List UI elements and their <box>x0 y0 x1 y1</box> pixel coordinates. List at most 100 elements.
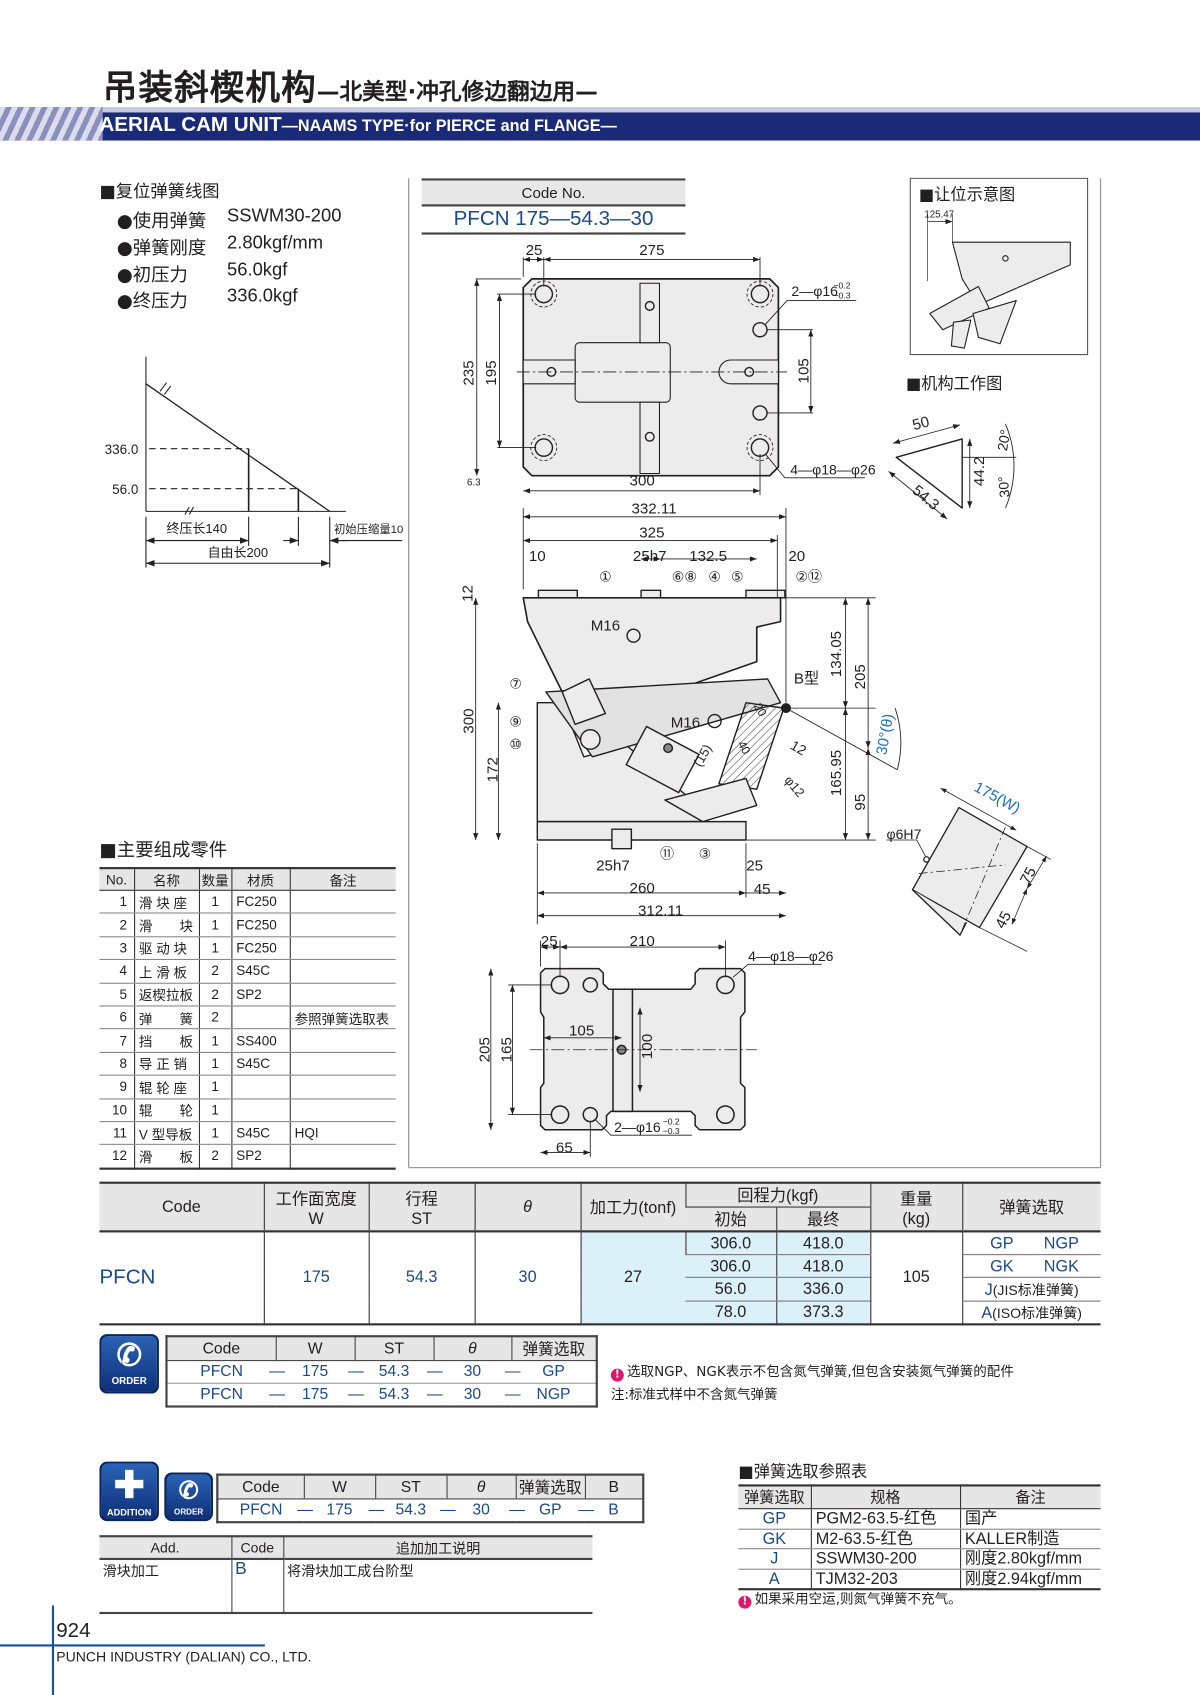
spring-line <box>145 383 331 512</box>
header-code: Code <box>230 1536 284 1561</box>
cam-angle-label: 30°(θ) <box>873 713 897 757</box>
hole-callout: 4—φ18—φ26 <box>790 462 876 478</box>
spec-value: 336.0kgf <box>227 285 298 306</box>
page-title: 吊装斜楔机构—北美型·冲孔修边翻边用— <box>103 61 598 111</box>
order-value: NGP <box>536 1385 571 1404</box>
order-value: B <box>608 1501 619 1519</box>
spring-code: J <box>984 1281 993 1300</box>
order-cell: 54.3— <box>348 1383 434 1408</box>
order-cell: 30— <box>427 1360 512 1384</box>
table-cell: M2-63.5-红色 <box>810 1528 961 1550</box>
header-return-force: 回程力(kgf) <box>684 1182 871 1208</box>
note-text: 选取NGP、NGK表示不包含氮气弹簧,但包含安装氮气弹簧的配件 <box>627 1363 1014 1380</box>
table-cell <box>289 913 396 938</box>
order-cell: PFCN <box>166 1383 276 1408</box>
part-callout: ④ <box>708 569 721 585</box>
column-header: B <box>584 1474 644 1500</box>
order-value: 54.3 <box>378 1385 410 1404</box>
addition-icon: ✚ ADDITION <box>99 1461 159 1522</box>
b-type-label: B型 <box>794 670 819 687</box>
dim-label: 75 <box>1017 864 1040 887</box>
order-value: 175 <box>326 1501 353 1519</box>
header-initial: 初始 <box>685 1207 777 1233</box>
spring-force-chart <box>145 356 403 568</box>
tolerance: −0.2 <box>834 281 851 291</box>
table-cell: J <box>738 1548 811 1570</box>
dim-label: 165 <box>498 1037 515 1062</box>
column-header: 备注 <box>959 1485 1101 1510</box>
subtitle-en: —NAAMS TYPE·for PIERCE and FLANGE— <box>281 116 617 136</box>
table-cell: KALLER制造 <box>959 1528 1101 1550</box>
table-cell: 滑 块 座 <box>133 890 199 914</box>
dim-label: 300 <box>630 472 655 489</box>
separator-dash: — <box>348 1363 364 1381</box>
dim-label: 312.11 <box>638 903 683 920</box>
table-cell: 参照弹簧选取表 <box>289 1005 396 1030</box>
column-header: 弹簧选取 <box>515 1474 585 1500</box>
company-name: PUNCH INDUSTRY (DALIAN) CO., LTD. <box>56 1648 312 1665</box>
dim-label: 10 <box>529 548 546 565</box>
table-cell: HQI <box>289 1121 396 1146</box>
order-value: GP <box>542 1363 565 1381</box>
final-length-label: 终压长140 <box>166 521 227 536</box>
table-cell: 导 正 销 <box>133 1052 199 1076</box>
spring-ref-note: !如果采用空运,则氮气弹簧不充气。 <box>738 1587 962 1609</box>
order-cell: 175— <box>297 1498 376 1523</box>
order-value: PFCN <box>200 1363 243 1381</box>
angle-label: 30° <box>995 476 1013 499</box>
column-header: W <box>303 1474 376 1500</box>
order-cell: NGP— <box>505 1383 597 1408</box>
table-cell: 1 <box>198 1052 232 1076</box>
column-header: 数量 <box>198 868 232 891</box>
part-callout: ⑨ <box>509 713 522 729</box>
dim-label: 210 <box>630 933 655 950</box>
hole-callout: 2—φ16 <box>791 283 838 299</box>
column-header: 备注 <box>289 868 396 891</box>
y-tick-label: 336.0 <box>105 442 139 457</box>
dim-label: 205 <box>477 1037 494 1062</box>
header-stroke-cn: 行程 <box>405 1189 438 1209</box>
dim-label: 275 <box>639 242 664 259</box>
header-theta: θ <box>474 1182 581 1233</box>
column-header: ST <box>354 1336 434 1362</box>
spec-label: ●弹簧刚度 <box>116 237 207 260</box>
order-cell: 175— <box>269 1360 355 1384</box>
drawing-frame <box>408 178 1102 1169</box>
spring-code: NGK <box>1043 1257 1079 1276</box>
column-header: W <box>275 1336 355 1362</box>
table-cell <box>289 1075 396 1099</box>
table-cell <box>289 1144 396 1169</box>
table-cell: 2 <box>99 913 135 938</box>
dim-label: 235 <box>461 360 478 385</box>
title-cn: 吊装斜楔机构 <box>102 67 317 109</box>
order-note-1: !选取NGP、NGK表示不包含氮气弹簧,但包含安装氮气弹簧的配件 <box>610 1360 1014 1382</box>
table-cell <box>289 890 396 914</box>
order-value: 30 <box>463 1363 482 1381</box>
table-cell: 6 <box>99 1005 135 1030</box>
dim-label: 105 <box>796 358 813 383</box>
part-callout: ⑪ <box>660 845 674 861</box>
spring-code: GK <box>990 1257 1014 1276</box>
dim-label: 132.5 <box>689 548 727 565</box>
part-callout: ⑤ <box>731 569 744 585</box>
side-view <box>473 508 902 925</box>
spring-desc: (ISO标准弹簧) <box>992 1305 1082 1322</box>
table-cell: 刚度2.94kgf/mm <box>959 1568 1101 1591</box>
table-cell: 12 <box>99 1144 135 1169</box>
order-value: PFCN <box>239 1501 283 1519</box>
table-cell: 1 <box>198 890 232 914</box>
slider-face-diagram <box>886 787 1052 952</box>
dim-label: 95 <box>852 794 869 811</box>
table-cell: 10 <box>99 1098 135 1123</box>
spec-label: ●初压力 <box>116 264 188 287</box>
table-cell: 7 <box>99 1029 135 1053</box>
column-header: Code <box>165 1336 276 1362</box>
